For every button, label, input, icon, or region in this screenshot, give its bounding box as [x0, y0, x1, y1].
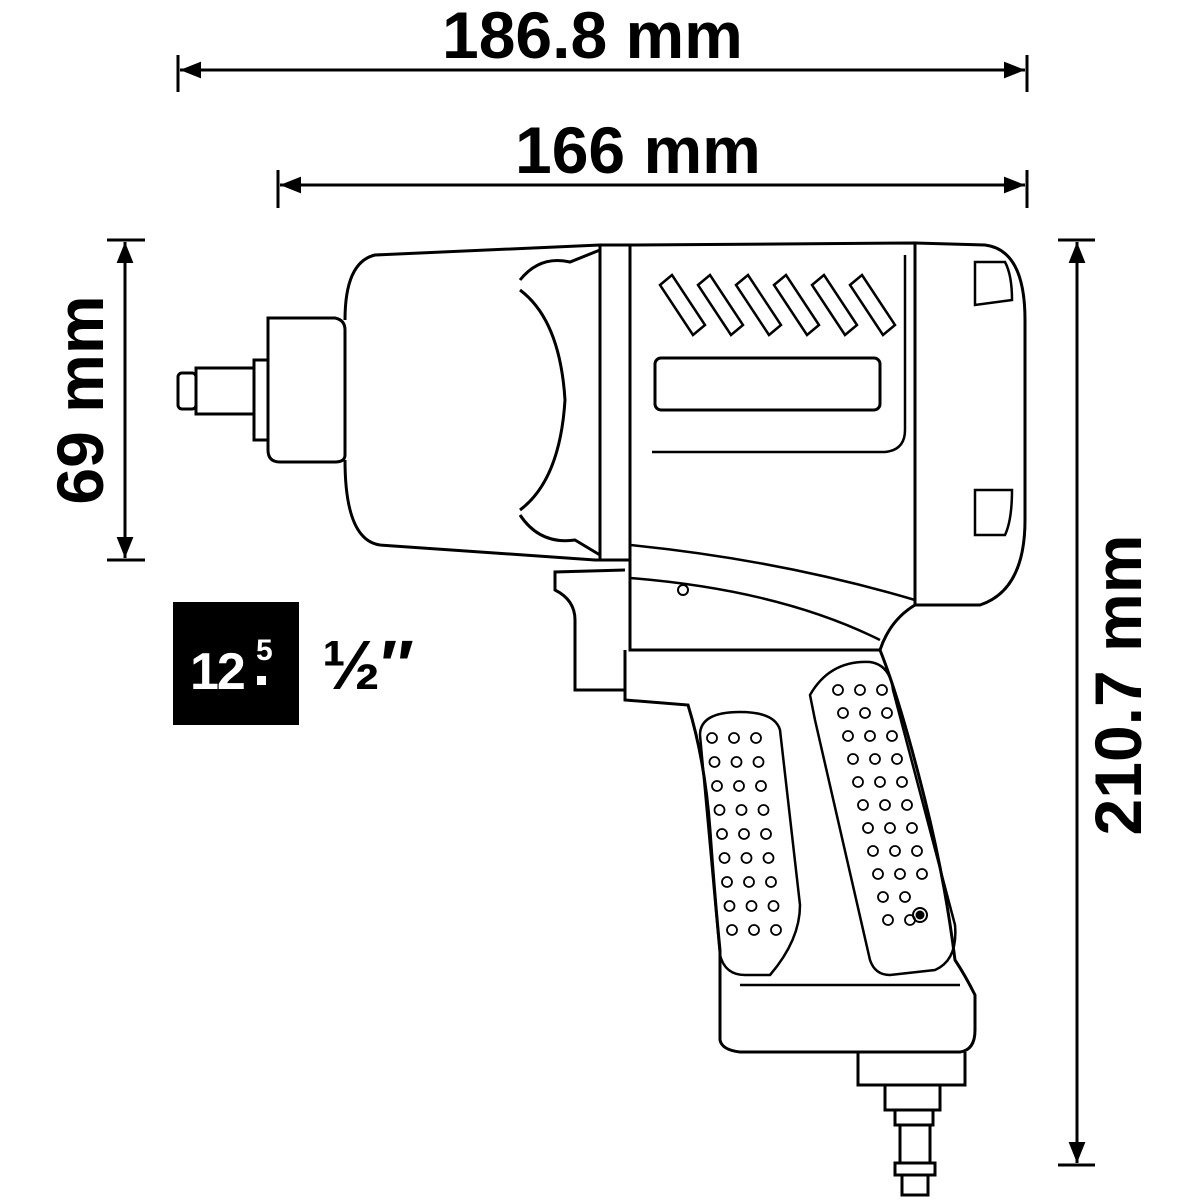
square-drive-anvil [176, 358, 270, 442]
grip-dot [869, 753, 881, 765]
grip-dot [874, 776, 886, 788]
dimension-line-head-height [107, 238, 145, 562]
grip-dot [881, 707, 893, 719]
grip-dot [728, 732, 740, 744]
grip-dot [891, 753, 903, 765]
grip-dot [854, 684, 866, 696]
dimension-line-overall-length [176, 55, 1029, 92]
grip-dot [750, 732, 762, 744]
grip-dot [770, 924, 782, 936]
grip-dot [706, 732, 718, 744]
badge-metric-main: 12 [190, 643, 246, 701]
label-head-height: 69 mm [43, 295, 117, 505]
grip-dot [765, 876, 777, 888]
dimension-line-body-length [276, 170, 1029, 208]
grip-dot [718, 852, 731, 864]
grip-dot [884, 822, 896, 834]
grip-dot [755, 780, 767, 792]
grip-dot [916, 868, 928, 880]
grip-dot [837, 707, 849, 719]
grip-dot [876, 684, 888, 696]
label-overall-length: 186.8 mm [442, 0, 743, 72]
grip-dot [879, 799, 891, 811]
trigger[interactable] [553, 568, 626, 692]
grip-dot [708, 756, 721, 768]
grip-dot [726, 924, 738, 936]
grip-dot [735, 804, 748, 816]
grip-dot [867, 845, 879, 857]
grip-dot [842, 730, 854, 742]
grip-dot [748, 924, 760, 936]
grip-dots [706, 684, 928, 936]
handle [623, 649, 977, 1054]
grip-dot [872, 868, 884, 880]
rear-cap [914, 241, 1027, 607]
grip-dot [847, 753, 859, 765]
grip-dot [733, 780, 745, 792]
grip-dot [760, 828, 772, 840]
label-body-length: 166 mm [515, 113, 761, 187]
grip-dot [716, 828, 728, 840]
grip-dot [767, 900, 780, 912]
grip-dot [832, 684, 844, 696]
grip-dot [752, 756, 765, 768]
label-overall-height: 210.7 mm [1081, 534, 1155, 836]
grip-dot [721, 876, 733, 888]
grip-dot [862, 822, 874, 834]
grip-dot [877, 891, 889, 903]
grip-dot [852, 776, 864, 788]
grip-dot [740, 852, 753, 864]
grip-dot [743, 876, 755, 888]
grip-dot [889, 845, 901, 857]
dimension-line-overall-height [1058, 238, 1095, 1167]
grip-dot [911, 845, 923, 857]
grip-dot [723, 900, 736, 912]
air-inlet-fitting [856, 1052, 967, 1197]
vent-slots [658, 273, 897, 337]
grip-dot [713, 804, 726, 816]
grip-dot [901, 799, 913, 811]
grip-dot [899, 891, 911, 903]
grip-dot [711, 780, 723, 792]
grip-dot [738, 828, 750, 840]
grip-dot [906, 822, 918, 834]
nose [266, 316, 347, 464]
grip-dot [730, 756, 743, 768]
drive-size-imperial: ½″ [322, 626, 414, 704]
grip-dot [859, 707, 871, 719]
drive-size-badge: 12 5 [173, 602, 299, 725]
motor-housing [628, 241, 917, 652]
grip-dot [894, 868, 906, 880]
grip-dot [745, 900, 758, 912]
grip-dot [864, 730, 876, 742]
hammer-case [343, 243, 632, 562]
grip-dot [882, 914, 894, 926]
grip-dot [857, 799, 869, 811]
grip-dot [886, 730, 898, 742]
label-plate [653, 356, 882, 412]
grip-dot [896, 776, 908, 788]
badge-metric-decimal: 5 [256, 634, 273, 667]
badge-decimal-point [257, 676, 266, 685]
grip-dot [762, 852, 775, 864]
grip-dot [757, 804, 770, 816]
